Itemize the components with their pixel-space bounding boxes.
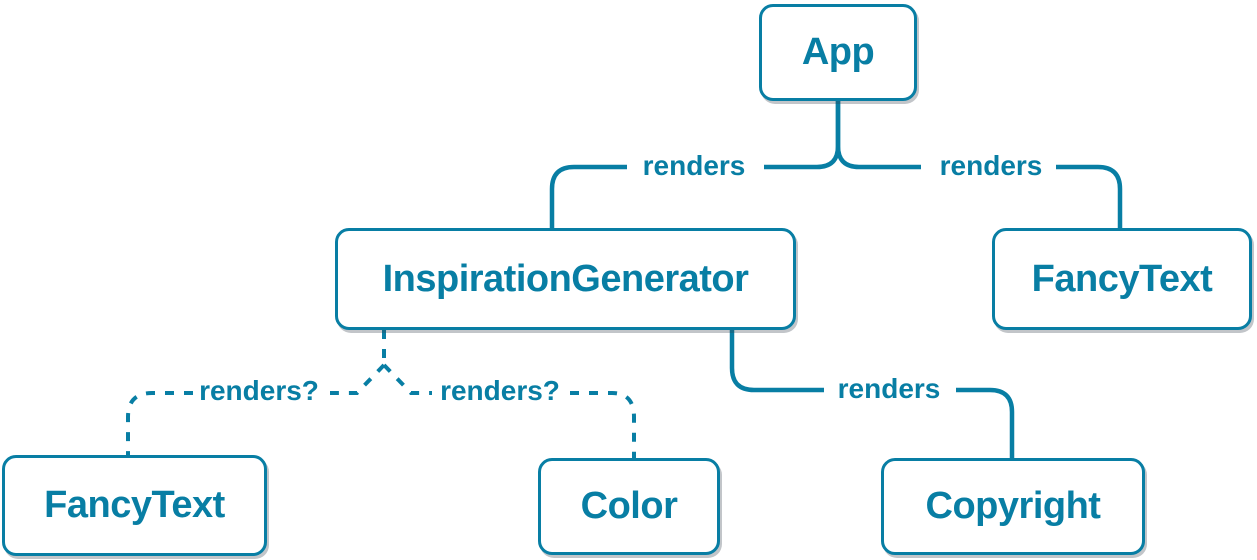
edge-label-app-fancy-text: renders [939,150,1043,181]
node-label: FancyText [44,484,225,526]
node-copyright: Copyright [881,458,1145,555]
edge-inspiration-generator-copyright [729,330,1015,458]
edge-label-inspiration-generator-fancy-text: renders? [199,375,319,406]
edge-label-app-inspiration-generator: renders [642,150,746,181]
edge-app-fancy-text [835,101,1123,228]
node-label: Color [580,485,678,527]
edge-inspiration-generator-color-dashed [382,363,636,458]
edge-inspiration-generator-fancy-text-dashed [126,330,386,455]
node-label: FancyText [1031,257,1213,300]
node-inspiration-generator: InspirationGenerator [335,228,796,330]
node-app: App [759,4,917,101]
node-label: InspirationGenerator [382,257,749,300]
edge-label-inspiration-generator-color: renders? [440,375,560,406]
node-label: App [801,31,875,73]
edge-label-inspiration-generator-copyright: renders [837,373,941,404]
node-fancy-text-bottom: FancyText [2,455,267,556]
node-color: Color [538,458,720,555]
node-label: Copyright [925,485,1101,527]
node-fancy-text-top: FancyText [992,228,1252,330]
